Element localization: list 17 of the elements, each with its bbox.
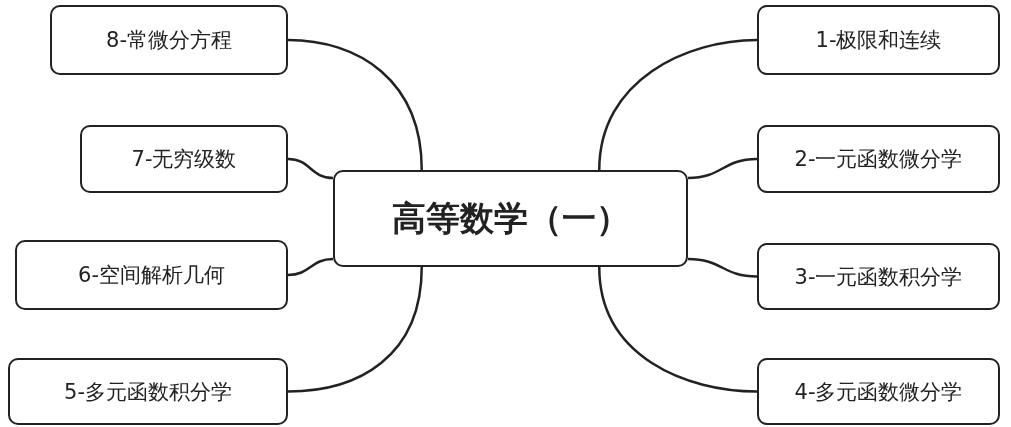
subtopic-box: 6-空间解析几何 (15, 240, 288, 310)
subtopic-box: 7-无穷级数 (80, 125, 288, 193)
connector-line (598, 266, 758, 393)
subtopic-box: 8-常微分方程 (50, 5, 288, 75)
connector-line (287, 266, 423, 393)
connector-line (598, 38, 758, 171)
connector-line (287, 257, 334, 277)
subtopic-box: 1-极限和连续 (757, 5, 1000, 75)
subtopic-box: 4-多元函数微分学 (757, 358, 1000, 425)
connector-line (287, 157, 334, 180)
topic-box: 高等数学（一） (333, 170, 688, 267)
subtopic-box: 3-一元函数积分学 (757, 243, 1000, 310)
subtopic-box: 5-多元函数积分学 (8, 358, 288, 425)
connector-line (687, 257, 758, 278)
connector-line (687, 157, 758, 180)
connector-line (287, 38, 423, 171)
subtopic-box: 2-一元函数微分学 (757, 125, 1000, 193)
